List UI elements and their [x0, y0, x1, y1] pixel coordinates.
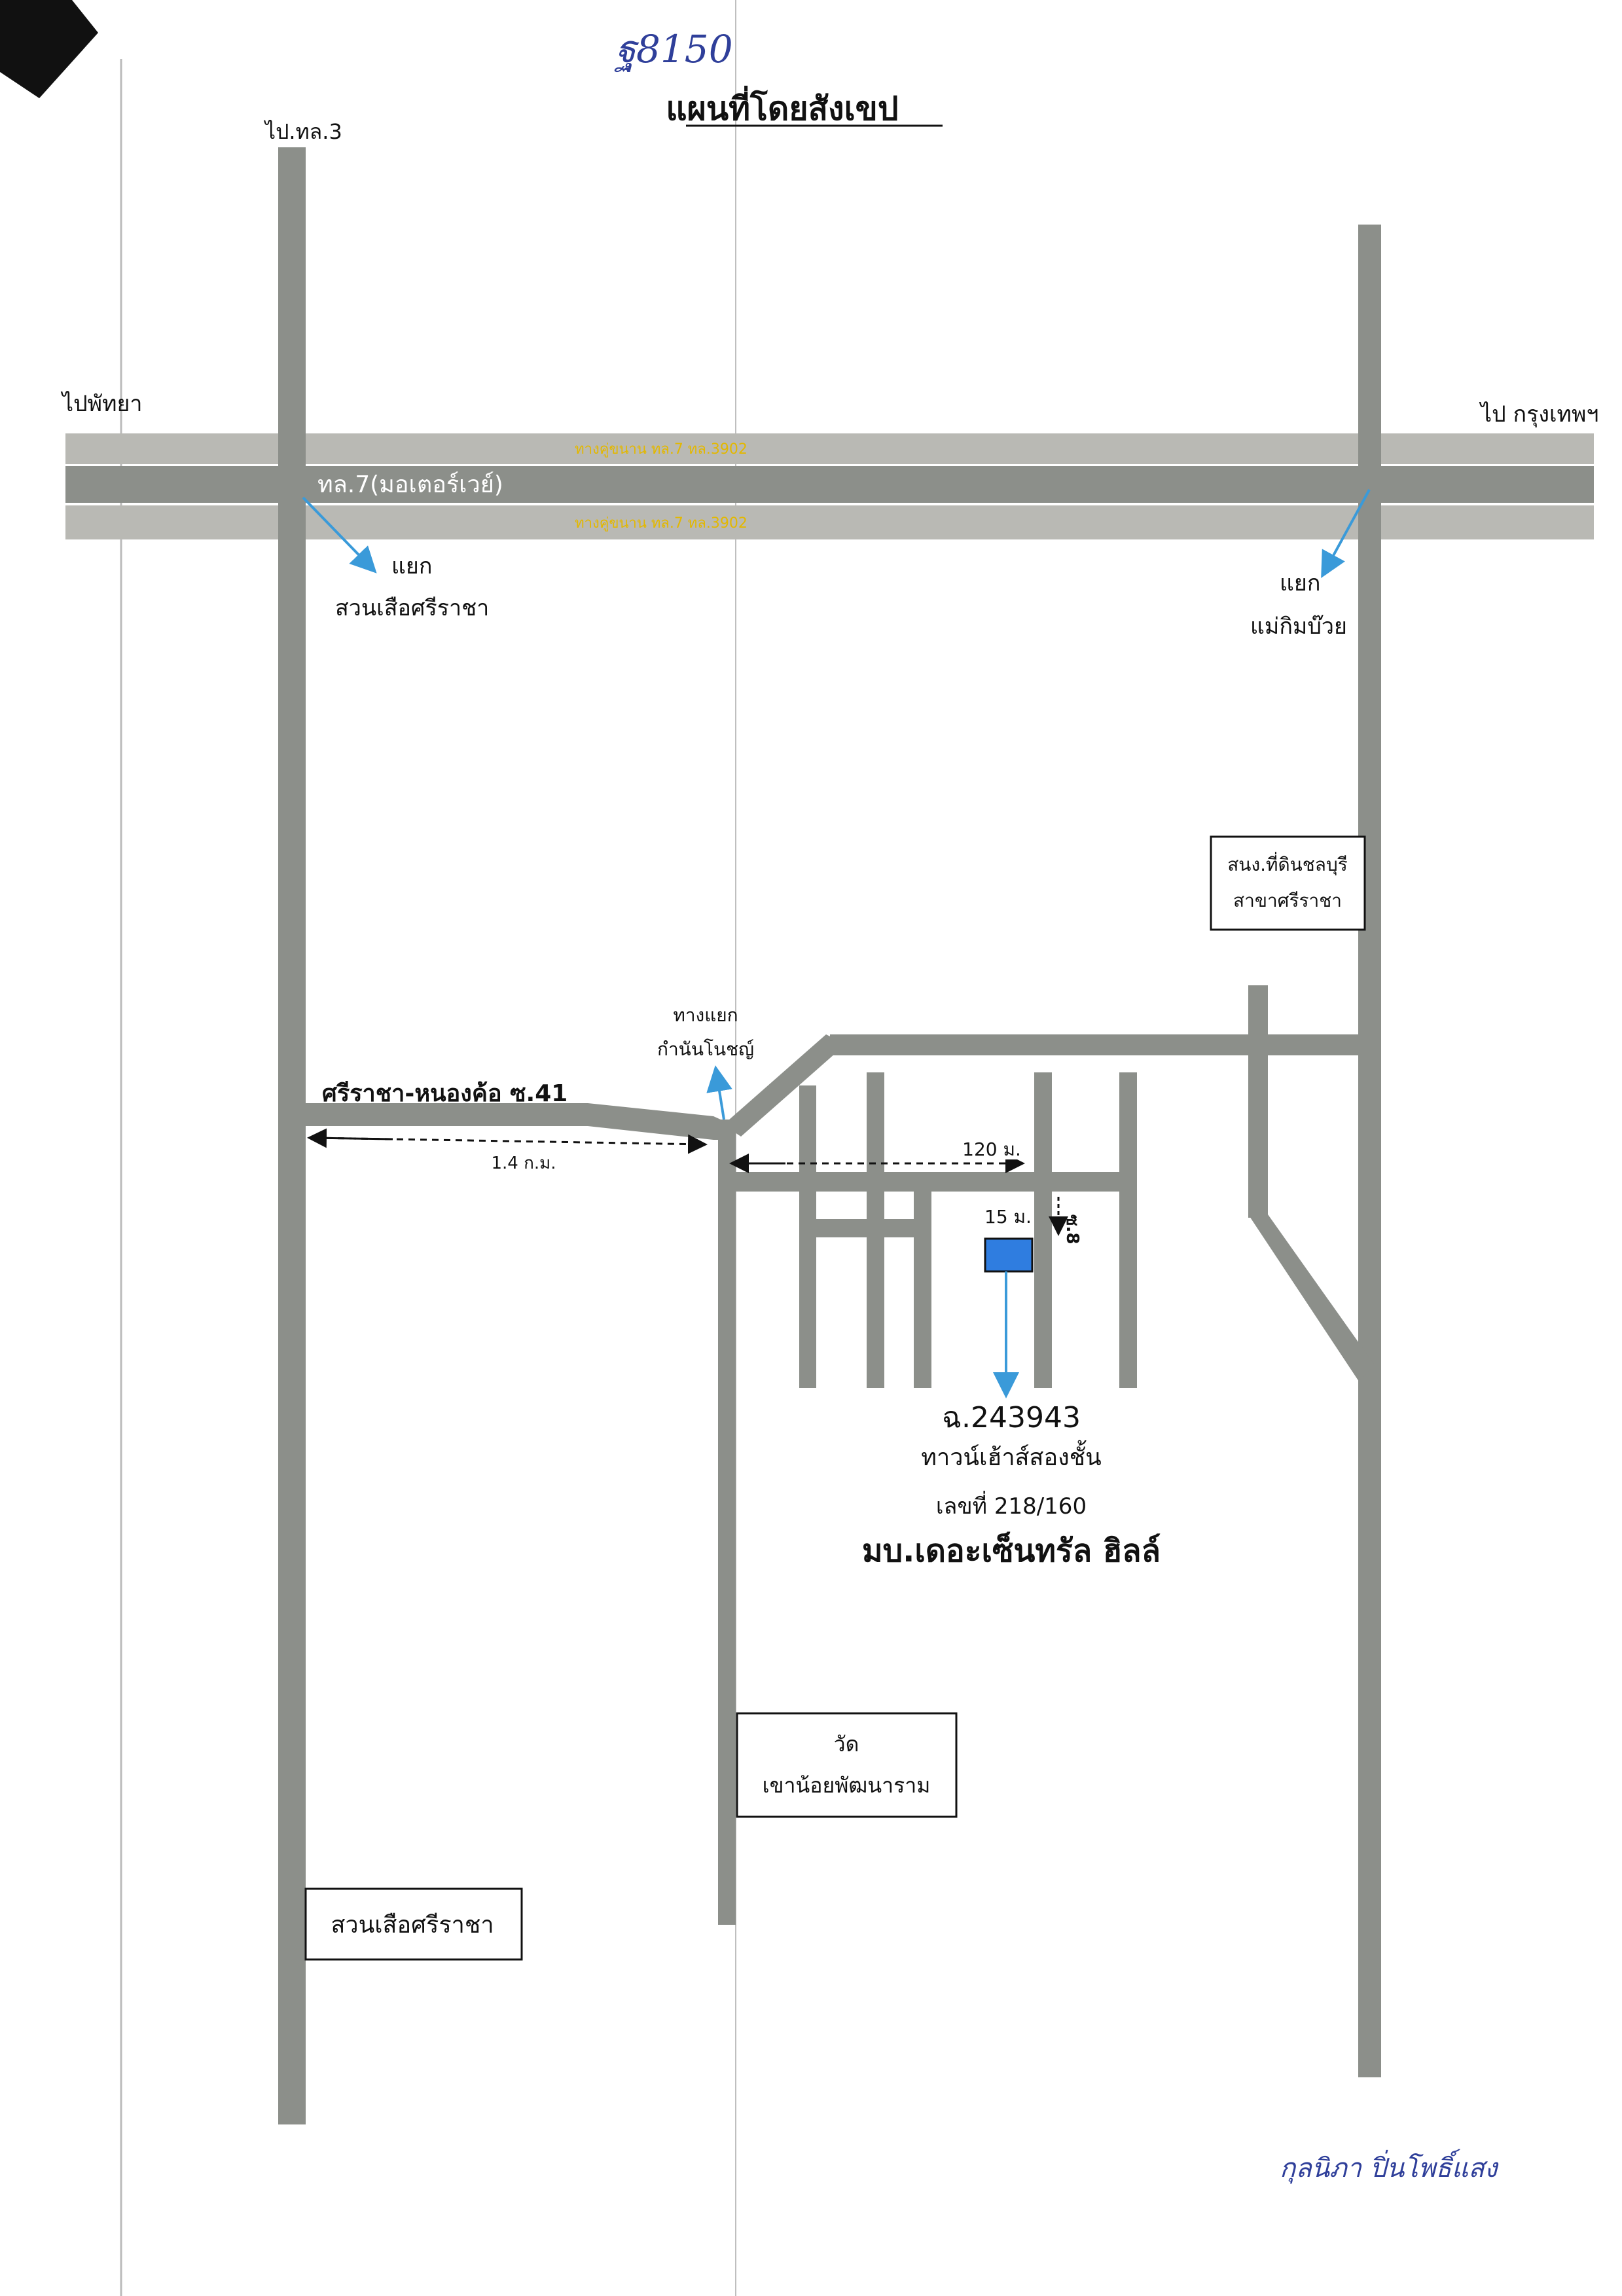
soi-road-label: ศรีราชา-หนองค้อ ซ.41	[322, 1080, 568, 1107]
road-village-crossbar	[816, 1219, 914, 1237]
tiger-zoo-box: สวนเสือศรีราชา	[304, 1887, 523, 1961]
land-office-line1: สนง.ที่ดินชลบุรี	[1227, 852, 1348, 876]
right-junction-line2: แม่กิมบ๊วย	[1250, 613, 1347, 640]
left-junction-line1: แยก	[391, 553, 432, 579]
kamnan-junction-line2: กำนันโนชญ์	[657, 1038, 754, 1060]
distance-1-4km-line-back	[307, 1128, 393, 1148]
scan-corner-mark	[0, 0, 98, 98]
road-right-inner	[1248, 985, 1268, 1218]
direction-north-label: ไป.ทล.3	[263, 119, 342, 144]
road-network	[65, 147, 1594, 2124]
road-west-main	[278, 147, 306, 2124]
road-village-upper	[830, 1034, 1361, 1055]
property-marker	[984, 1237, 1034, 1273]
temple-box: วัด เขาน้อยพัฒนาราม	[736, 1712, 958, 1818]
property-village: มบ.เดอะเซ็นทรัล ฮิลล์	[862, 1531, 1161, 1569]
road-soi-d	[1034, 1072, 1052, 1388]
frontage-label-south: ทางคู่ขนาน ทล.7 ทล.3902	[575, 515, 748, 532]
road-village-lower	[733, 1172, 1134, 1192]
road-east-main	[1358, 225, 1381, 2077]
right-junction-line1: แยก	[1280, 570, 1320, 596]
frontage-road-south	[65, 505, 1594, 539]
tiger-zoo-label: สวนเสือศรีราชา	[331, 1912, 494, 1939]
distance-120m-label-bg	[952, 1137, 1030, 1159]
left-junction-arrow	[302, 496, 377, 574]
distance-1-4km-label: 1.4 ก.ม.	[491, 1154, 556, 1173]
land-office-box: สนง.ที่ดินชลบุรี สาขาศรีราชา	[1210, 835, 1366, 931]
property-type: ทาวน์เฮ้าส์สองชั้น	[921, 1440, 1101, 1471]
road-soi-e	[1119, 1072, 1137, 1388]
handwritten-code: ฐ8150	[614, 27, 733, 73]
right-junction-arrow	[1321, 489, 1371, 579]
temple-line2: เขาน้อยพัฒนาราม	[763, 1773, 931, 1798]
frontage-label-north: ทางคู่ขนาน ทล.7 ทล.3902	[575, 441, 748, 458]
road-soi-c	[914, 1184, 931, 1388]
road-diagonal	[723, 1034, 846, 1137]
map-title: แผนที่โดยสังเขป	[666, 86, 898, 128]
motorway-label: ทล.7(มอเตอร์เวย์)	[317, 471, 503, 498]
temple-line1: วัด	[834, 1732, 859, 1757]
signature: กุลนิภา ปิ่นโพธิ์แสง	[1280, 2149, 1499, 2184]
frontage-road-north	[65, 433, 1594, 464]
land-office-line2: สาขาศรีราชา	[1233, 890, 1342, 911]
road-right-diagonal	[1248, 1214, 1375, 1381]
road-soi-a	[799, 1085, 816, 1388]
kamnan-junction-arrow	[706, 1065, 732, 1120]
direction-east-label: ไป กรุงเทพฯ	[1479, 401, 1598, 428]
distance-120m-label: 120 ม.	[962, 1139, 1021, 1160]
left-junction-line2: สวนเสือศรีราชา	[335, 595, 489, 621]
kamnan-junction-line1: ทางแยก	[673, 1004, 738, 1026]
direction-west-label: ไปพัทยา	[60, 391, 143, 417]
distance-15m-label: 15 ม.	[984, 1206, 1032, 1228]
soi8-label: ซ.8	[1062, 1214, 1082, 1245]
road-soi-41	[303, 1103, 728, 1140]
motorway-label-box	[306, 466, 538, 501]
property-number: เลขที่ 218/160	[936, 1491, 1087, 1520]
property-deed: ฉ.243943	[942, 1401, 1081, 1434]
road-village-entry	[718, 1120, 736, 1925]
